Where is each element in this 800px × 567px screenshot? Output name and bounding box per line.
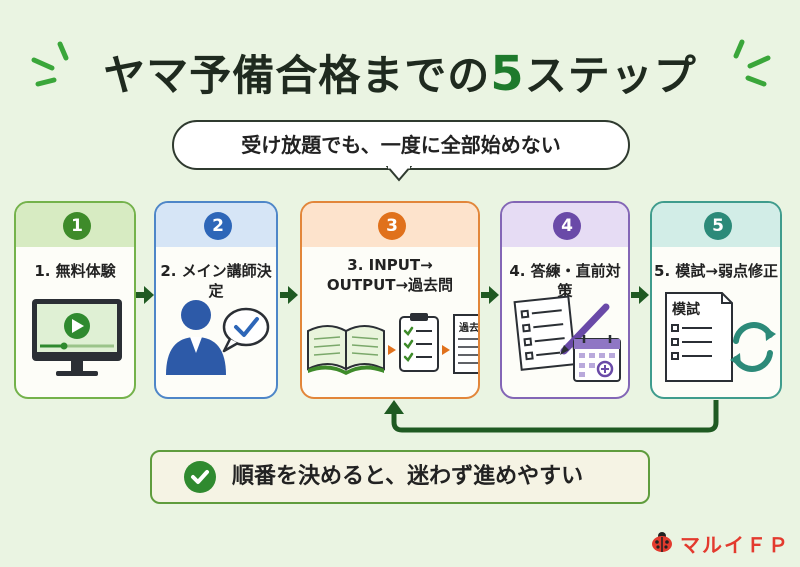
step-badge: 1 [63,212,91,240]
title-main: ヤマ予備合格までの [103,51,491,100]
exam-calendar-icon [513,295,621,382]
mock-exam-label: 模試 [672,302,700,318]
page-title: ヤマ予備合格までの5ステップ [0,42,800,103]
title-tail: ステップ [524,51,697,100]
brand-name: マルイＦＰ [680,533,790,557]
clipboard-checklist-icon [399,313,439,372]
arrow-right-icon [481,286,499,304]
step-badge: 5 [704,212,732,240]
past-exam-lines [458,338,478,364]
study-flow-icon [307,313,478,375]
arrow-right-icon [136,286,154,304]
arrow-icon [388,345,396,355]
ladybug-icon [652,532,672,552]
step-card-3: 3 3. INPUT→ OUTPUT→過去問 [300,201,480,399]
step-label-line1: 3. INPUT→ [347,256,433,274]
video-monitor-icon [32,299,122,376]
step-label: 1. 無料体験 [34,262,116,280]
past-exam-label: 過去問 [459,323,479,334]
arrow-right-icon [631,286,649,304]
calendar-icon [573,335,621,382]
open-book-icon [307,325,385,375]
mock-exam-icon [665,292,776,382]
check-circle-icon [184,461,216,493]
step-card-1: 1 1. 無料体験 [14,201,136,399]
summary-text: 順番を決めると、迷わず進めやすい [232,464,584,489]
bubble-tail [386,166,412,182]
subtitle-text: 受け放題でも、一度に全部始めない [241,133,561,157]
summary-banner: 順番を決めると、迷わず進めやすい [150,450,650,504]
arrow-icon [442,345,450,355]
pen-icon [560,303,610,355]
step-badge: 2 [204,212,232,240]
loop-back-arrow-icon [384,400,719,433]
left-sparkle-icon [31,41,69,87]
brand-logo: マルイＦＰ [650,527,796,559]
step-badge: 3 [378,212,406,240]
answer-sheet-icon [513,295,577,371]
step-card-5: 5 5. 模試→弱点修正 模試 [650,201,782,399]
title-number: 5 [490,46,525,102]
refresh-cycle-icon [733,322,773,372]
step-card-4: 4 4. 答練・直前対策 [500,201,630,399]
step-label: 5. 模試→弱点修正 [654,262,778,280]
step-label-line2: OUTPUT→過去問 [326,276,454,294]
right-sparkle-icon [733,39,771,87]
arrow-right-icon [280,286,298,304]
step-card-2: 2 2. メイン講師決定 [154,201,278,399]
step-badge: 4 [553,212,581,240]
teacher-check-icon [166,300,270,375]
subtitle-bubble: 受け放題でも、一度に全部始めない [172,120,630,170]
step-label: 2. メイン講師決定 [160,262,272,300]
